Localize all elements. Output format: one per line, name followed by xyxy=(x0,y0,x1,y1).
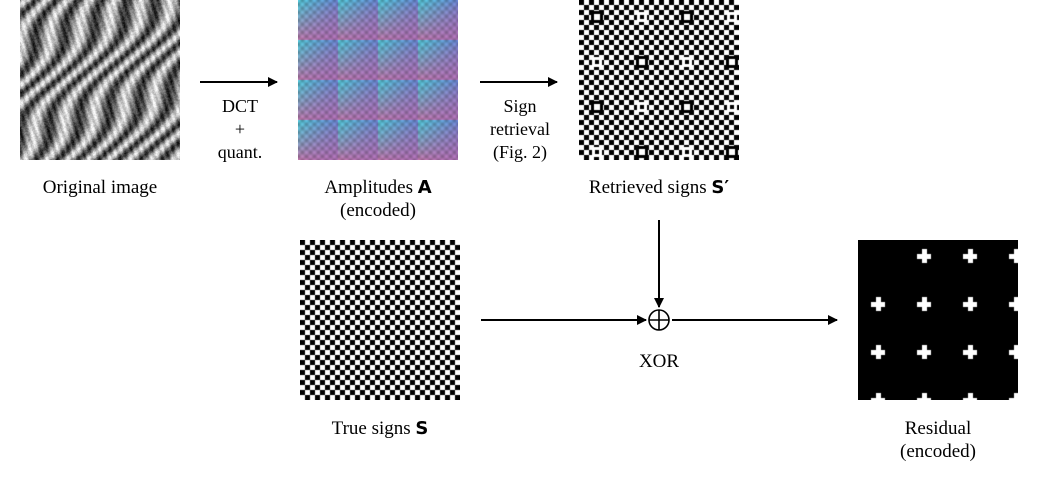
residual-label: Residual (encoded) xyxy=(858,417,1018,463)
retrieved-signs-label: Retrieved signs S′ xyxy=(559,176,759,199)
original-image-label: Original image xyxy=(20,176,180,199)
amplitudes-label: Amplitudes A (encoded) xyxy=(278,176,478,222)
amplitudes-image xyxy=(298,0,458,160)
sign-retrieval-line1: Sign xyxy=(503,96,537,116)
residual-caption: Residual xyxy=(904,418,972,439)
dct-step-line1: DCT xyxy=(222,96,258,116)
xor-symbol xyxy=(648,309,670,331)
xor-label: XOR xyxy=(638,351,680,372)
true-signs-label: True signs S xyxy=(280,417,480,440)
retrieved-signs-symbol: S′ xyxy=(711,177,730,198)
residual-image xyxy=(858,240,1018,400)
dct-step-line3: quant. xyxy=(217,142,263,162)
amplitudes-title: Amplitudes A xyxy=(278,176,478,199)
dct-step-label: DCT + quant. xyxy=(195,95,285,164)
true-signs-image xyxy=(300,240,460,400)
retrieved-signs-caption: Retrieved signs xyxy=(588,177,707,198)
true-signs-caption: True signs xyxy=(331,418,411,439)
amplitudes-symbol: A xyxy=(417,177,432,198)
original-image xyxy=(20,0,180,160)
dct-step-line2: + xyxy=(234,119,246,139)
sign-retrieval-line2: retrieval xyxy=(490,119,550,139)
amplitudes-note: (encoded) xyxy=(340,200,416,221)
original-image-caption: Original image xyxy=(42,177,158,198)
amplitudes-caption: Amplitudes xyxy=(324,177,413,198)
sign-retrieval-step-label: Sign retrieval (Fig. 2) xyxy=(475,95,565,164)
residual-note: (encoded) xyxy=(900,441,976,462)
sign-retrieval-line3: (Fig. 2) xyxy=(493,142,547,162)
true-signs-symbol: S xyxy=(415,418,429,439)
retrieved-signs-image xyxy=(579,0,739,160)
